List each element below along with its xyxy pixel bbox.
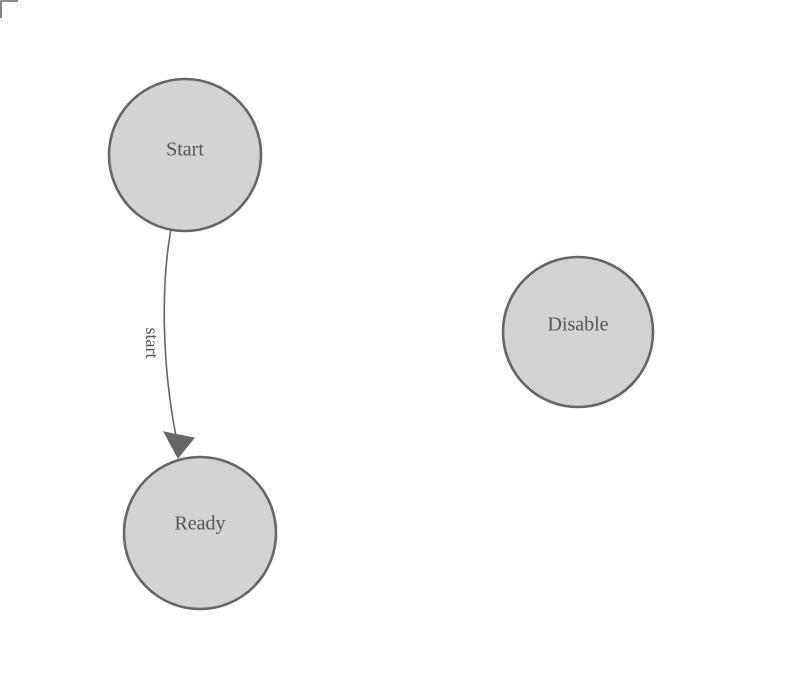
edge-label-start: start: [142, 328, 162, 359]
node-ready[interactable]: Ready: [122, 455, 278, 611]
node-start-label: Start: [166, 139, 204, 161]
node-disable-circle[interactable]: [501, 255, 655, 409]
selection-corner-bracket-icon: [0, 0, 18, 18]
node-ready-label: Ready: [174, 513, 225, 535]
node-start-circle[interactable]: [107, 77, 263, 233]
node-ready-circle[interactable]: [122, 455, 278, 611]
node-start[interactable]: Start: [107, 77, 263, 233]
edge-arrowhead-icon: [163, 431, 195, 459]
node-disable-label: Disable: [547, 314, 608, 336]
edge-line: [163, 228, 177, 437]
edge-start-to-ready[interactable]: start: [142, 228, 195, 459]
node-disable[interactable]: Disable: [501, 255, 655, 409]
